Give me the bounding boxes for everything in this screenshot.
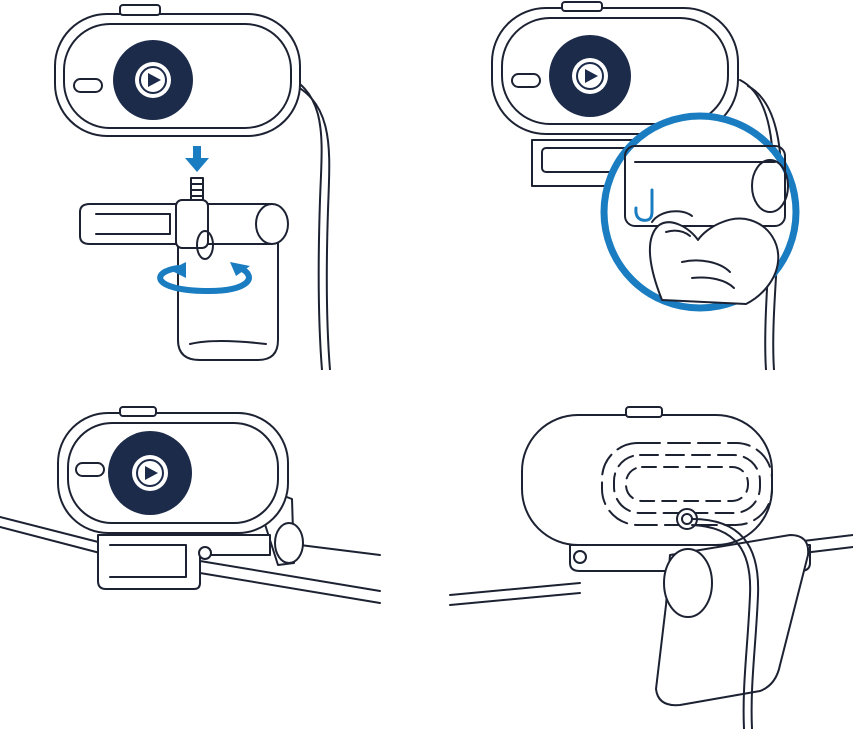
webcam-front [55,5,300,136]
magnify-circle-icon [604,116,796,308]
webcam-back [522,407,772,545]
step-mounted-back-panel [430,395,853,729]
monitor-mount [80,200,288,360]
step-mounted-front-panel [0,395,420,729]
step-attach-camera-panel [0,0,420,370]
down-arrow-icon [185,146,209,172]
webcam-front [58,407,288,533]
tripod-screw [191,178,203,200]
brand-logo-icon [572,58,608,94]
brand-logo-icon [132,455,168,491]
step-remove-film-panel [430,0,853,370]
usb-cable-outline [284,80,330,370]
monitor-top-edge [450,583,580,595]
monitor-mount [656,535,808,705]
brand-logo-icon [135,62,171,98]
fingers [650,211,778,304]
